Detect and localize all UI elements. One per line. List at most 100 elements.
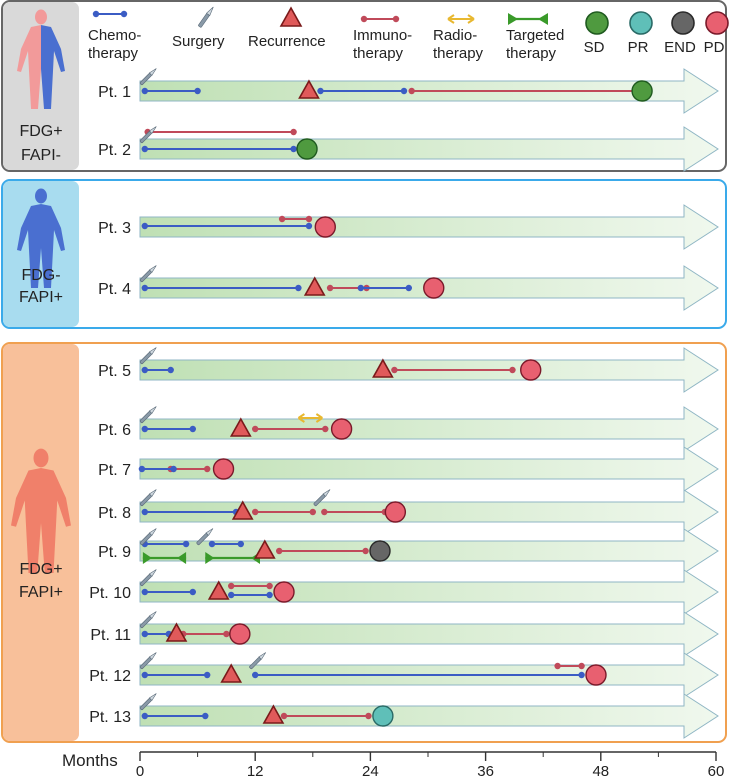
chemotherapy-interval-end <box>182 540 190 548</box>
human-figure-icon <box>17 9 65 109</box>
patient-row: Pt. 2 <box>98 126 719 172</box>
targeted-head-left <box>205 552 215 564</box>
timeline-arrow <box>139 611 719 657</box>
patient-row: Pt. 10 <box>89 569 719 615</box>
patient-row: Pt. 1 <box>98 68 719 114</box>
legend-radio-label-2: therapy <box>433 45 484 62</box>
immunotherapy-interval-start <box>554 662 561 670</box>
recurrence-marker <box>165 622 188 642</box>
surgery-marker-icon <box>139 652 157 670</box>
surgery-marker-icon <box>313 489 331 507</box>
scalpel-blade <box>148 406 157 414</box>
outcome-pd-marker <box>585 664 607 686</box>
chemotherapy-interval <box>208 540 244 548</box>
legend-immuno-label-2: therapy <box>353 45 404 62</box>
radiotherapy-marker <box>297 413 323 423</box>
group-label-line1: FDG- <box>21 267 60 284</box>
x-axis-tick-label: 48 <box>592 763 609 779</box>
immunotherapy-interval-end <box>290 128 297 136</box>
targeted-head-right <box>177 552 187 564</box>
immunotherapy-interval <box>144 128 297 136</box>
targeted-head-left <box>142 552 152 564</box>
outcome-pd-marker <box>212 458 235 480</box>
legend-end-label: END <box>664 39 696 56</box>
patient-label: Pt. 8 <box>98 505 131 522</box>
legend-radio-label: Radio- <box>433 27 477 44</box>
scalpel-blade <box>148 611 157 619</box>
legend-sd-label: SD <box>584 39 605 56</box>
chemotherapy-interval-start <box>228 591 235 599</box>
recurrence-marker <box>262 704 285 724</box>
legend-targeted-label: Targeted <box>506 27 564 44</box>
patient-row: Pt. 3 <box>98 204 719 250</box>
legend-immuno-label: Immuno- <box>353 27 412 44</box>
chemotherapy-interval-end <box>295 284 302 292</box>
chemotherapy-interval-end <box>290 145 297 153</box>
chemotherapy-interval-start <box>141 671 148 679</box>
scalpel-blade <box>258 652 267 660</box>
figure-head <box>35 9 47 25</box>
chemotherapy-interval-start <box>141 425 148 433</box>
patient-label: Pt. 12 <box>89 668 131 685</box>
radio-head-left <box>297 413 305 423</box>
chemotherapy-interval <box>317 87 408 95</box>
surgery-marker-icon <box>139 693 157 711</box>
patient-label: Pt. 7 <box>98 462 131 479</box>
group-panel <box>3 181 79 327</box>
patient-row: Pt. 5 <box>98 347 719 393</box>
immunotherapy-interval-start <box>228 582 235 590</box>
immunotherapy-interval-end <box>309 508 316 516</box>
chemotherapy-interval-end <box>194 87 201 95</box>
outcome-pd-marker <box>314 216 336 238</box>
immunotherapy-interval <box>280 712 372 720</box>
immunotherapy-interval-end <box>578 662 585 670</box>
legend-recurrence-label: Recurrence <box>248 33 326 50</box>
patient-row: Pt. 9 <box>98 528 719 574</box>
patient-rows: Pt. 1 Pt. 2 Pt. 3 Pt. 4 Pt. 5 Pt. 6 Pt. 7 Pt. 8… <box>89 68 719 739</box>
outcome-sd-marker <box>631 80 653 102</box>
chemotherapy-interval-start <box>141 712 148 720</box>
scalpel-blade <box>148 265 157 273</box>
x-axis-tick-label: 60 <box>708 763 725 779</box>
chemotherapy-interval-start <box>208 540 216 548</box>
radio-head-right <box>315 413 323 423</box>
patient-label: Pt. 9 <box>98 544 131 561</box>
immunotherapy-interval-start <box>321 508 328 516</box>
x-axis-tick-label: 24 <box>362 763 379 779</box>
chemotherapy-interval-start <box>317 87 324 95</box>
legend-chemo-dot <box>120 10 128 18</box>
group-label-line1: FDG+ <box>19 123 62 140</box>
chemotherapy-interval <box>141 712 209 720</box>
surgery-marker-icon <box>139 528 157 546</box>
surgery-marker-icon <box>139 347 157 365</box>
chemotherapy-interval <box>141 671 211 679</box>
figure-half <box>41 25 65 109</box>
immunotherapy-interval-end <box>509 366 516 374</box>
group-label-line2: FAPI+ <box>19 289 63 306</box>
legend-chemo-label-2: therapy <box>88 45 139 62</box>
scalpel-blade <box>148 347 157 355</box>
chemotherapy-interval <box>141 425 196 433</box>
recurrence-marker <box>298 79 320 99</box>
immunotherapy-interval-start <box>252 425 259 433</box>
timeline-arrow <box>139 446 719 492</box>
legend-targeted-label-2: therapy <box>506 45 557 62</box>
recurrence-marker <box>220 663 243 683</box>
x-axis-tick-label: 12 <box>247 763 264 779</box>
chemotherapy-interval-end <box>305 222 313 230</box>
legend-pr-icon <box>629 11 653 35</box>
patient-label: Pt. 4 <box>98 281 131 298</box>
scalpel-blade <box>148 528 157 536</box>
legend-pd-label: PD <box>704 39 725 56</box>
chemotherapy-interval <box>141 145 297 153</box>
patient-row: Pt. 6 <box>98 406 719 452</box>
outcome-pd-marker <box>520 359 542 381</box>
patient-row: Pt. 11 <box>90 611 719 657</box>
scalpel-blade <box>206 6 214 16</box>
outcome-pd-marker <box>330 418 353 440</box>
outcome-sd-marker <box>296 138 318 160</box>
chemotherapy-interval <box>228 591 273 599</box>
chemotherapy-interval <box>141 87 201 95</box>
